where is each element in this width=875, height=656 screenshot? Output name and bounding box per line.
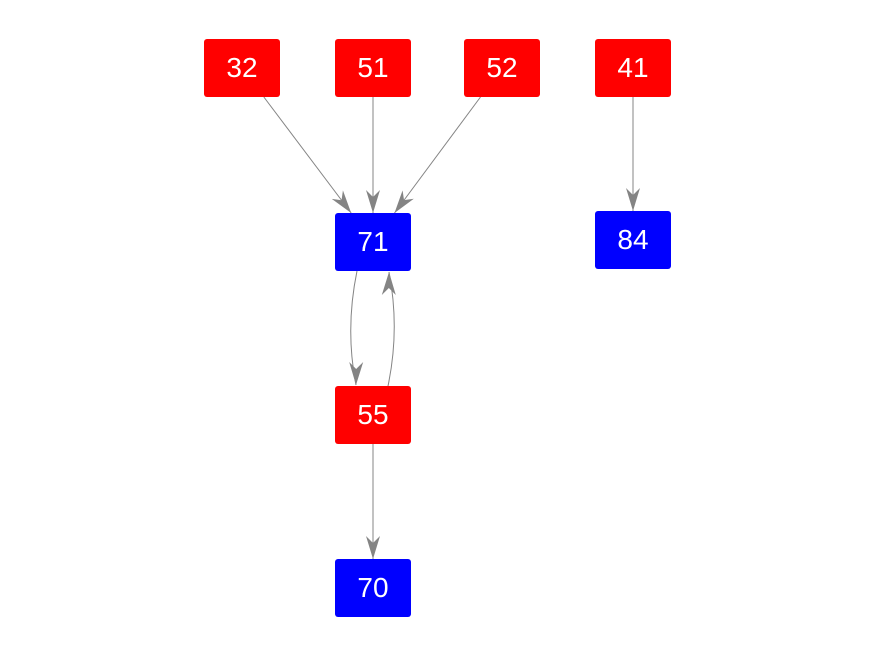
node-70[interactable]: 70 bbox=[335, 559, 411, 617]
edge-51-71 bbox=[366, 97, 380, 213]
edge-55-70 bbox=[366, 444, 380, 559]
node-label: 52 bbox=[486, 52, 518, 83]
arrowhead-icon bbox=[331, 190, 352, 213]
node-32[interactable]: 32 bbox=[204, 39, 280, 97]
edge-line bbox=[263, 96, 352, 214]
node-84[interactable]: 84 bbox=[595, 211, 671, 269]
node-label: 41 bbox=[617, 52, 649, 83]
node-label: 84 bbox=[617, 224, 649, 255]
node-52[interactable]: 52 bbox=[464, 39, 540, 97]
edge-41-84 bbox=[626, 97, 640, 211]
edge-71-55 bbox=[349, 270, 364, 386]
edge-55-71 bbox=[381, 271, 396, 387]
arrowhead-icon bbox=[381, 272, 396, 296]
node-label: 32 bbox=[226, 52, 258, 83]
node-label: 51 bbox=[357, 52, 389, 83]
arrowhead-icon bbox=[366, 536, 380, 559]
node-label: 55 bbox=[357, 399, 389, 430]
edge-32-71 bbox=[263, 96, 352, 214]
arrowhead-icon bbox=[366, 190, 380, 213]
arrowhead-icon bbox=[626, 188, 640, 211]
arrowhead-icon bbox=[394, 190, 414, 213]
node-41[interactable]: 41 bbox=[595, 39, 671, 97]
node-55[interactable]: 55 bbox=[335, 386, 411, 444]
node-label: 71 bbox=[357, 226, 389, 257]
edge-52-71 bbox=[394, 96, 481, 214]
node-51[interactable]: 51 bbox=[335, 39, 411, 97]
arrowhead-icon bbox=[349, 361, 364, 385]
node-71[interactable]: 71 bbox=[335, 213, 411, 271]
edge-line bbox=[394, 96, 481, 214]
node-label: 70 bbox=[357, 572, 389, 603]
